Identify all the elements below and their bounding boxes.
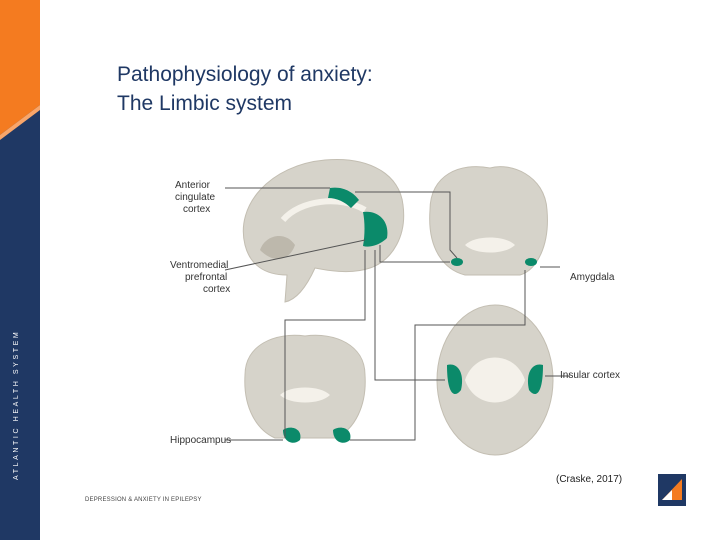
brain-axial-icon [436, 304, 554, 456]
slide-title: Pathophysiology of anxiety: The Limbic s… [117, 60, 373, 118]
label-anterior-line-2: cingulate [175, 192, 215, 203]
label-hippocampus: Hippocampus [170, 435, 231, 446]
citation: (Craske, 2017) [556, 474, 623, 485]
label-amygdala: Amygdala [570, 272, 615, 283]
brand-vertical-text: ATLANTIC HEALTH SYSTEM [13, 329, 20, 480]
label-ventromedial-line-3: cortex [203, 284, 230, 295]
brain-coronal-icon [429, 166, 548, 276]
limbic-system-figure: Anterior cingulate cortex Ventromedial p… [170, 158, 620, 456]
label-insular-cortex: Insular cortex [560, 370, 620, 381]
footer-text: DEPRESSION & ANXIETY IN EPILEPSY [85, 497, 202, 503]
label-ventromedial-line-1: Ventromedial [170, 260, 228, 271]
label-anterior-line-1: Anterior [175, 180, 211, 191]
label-ventromedial-line-2: prefrontal [185, 272, 227, 283]
brain-sagittal-icon [242, 158, 405, 303]
label-anterior-line-3: cortex [183, 204, 210, 215]
slide-title-line-2: The Limbic system [117, 92, 293, 115]
sidebar-accent-shape [0, 0, 40, 140]
logo-icon [658, 474, 686, 506]
brain-coronal-lower-icon [244, 334, 366, 443]
pathway-lines [224, 187, 570, 441]
brand-sidebar: ATLANTIC HEALTH SYSTEM [0, 0, 40, 540]
slide-title-line-1: Pathophysiology of anxiety: [117, 63, 373, 86]
